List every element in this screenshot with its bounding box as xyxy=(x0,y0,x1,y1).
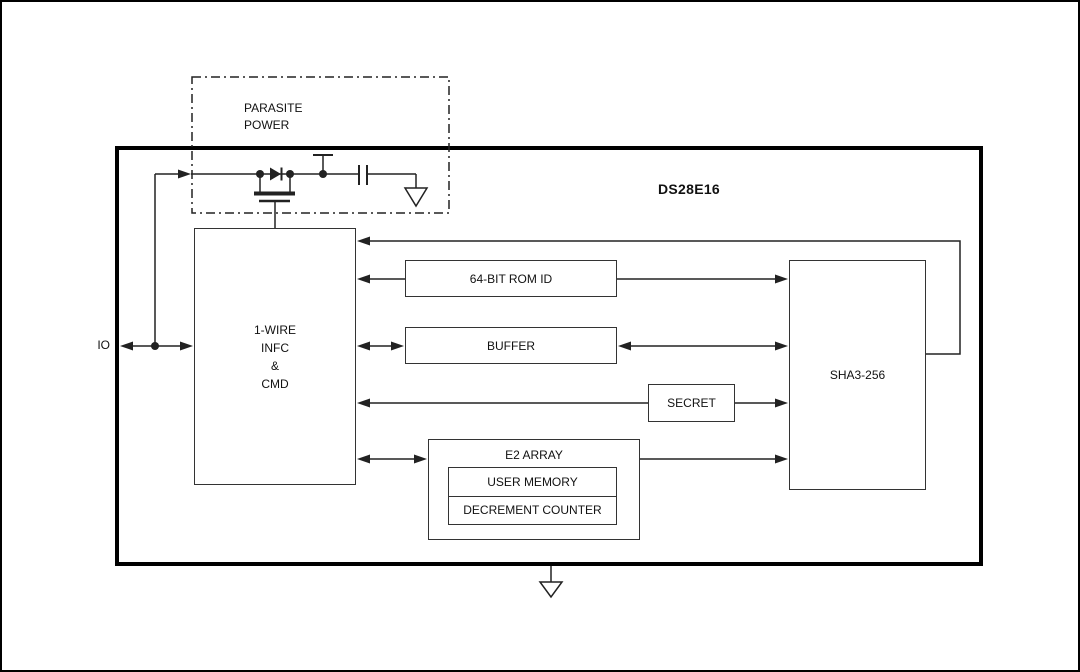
block-secret: SECRET xyxy=(648,384,735,422)
rom-id-label: 64-BIT ROM ID xyxy=(469,271,553,286)
buffer-label: BUFFER xyxy=(487,338,535,353)
parasite-power-label-line1: PARASITE xyxy=(244,101,303,115)
one-wire-label-line1: 1-WIRE xyxy=(254,322,296,337)
decrement-counter-label: DECREMENT COUNTER xyxy=(463,503,602,518)
block-rom-id: 64-BIT ROM ID xyxy=(405,260,617,297)
block-buffer: BUFFER xyxy=(405,327,617,364)
block-sha3-256: SHA3-256 xyxy=(789,260,926,490)
block-one-wire-infc-cmd: 1-WIRE INFC & CMD xyxy=(194,228,356,485)
sha3-label: SHA3-256 xyxy=(829,368,886,382)
secret-label: SECRET xyxy=(667,396,716,410)
parasite-power-label: PARASITE POWER xyxy=(244,100,302,134)
block-decrement-counter: DECREMENT COUNTER xyxy=(449,497,616,525)
chip-outline xyxy=(115,146,983,566)
user-memory-label: USER MEMORY xyxy=(487,474,578,489)
io-pin-label: IO xyxy=(97,338,110,352)
ground-icon xyxy=(538,581,564,599)
one-wire-label-line3: & xyxy=(270,358,279,373)
chip-ground xyxy=(538,566,564,599)
one-wire-label-line4: CMD xyxy=(261,376,289,391)
one-wire-label-line2: INFC xyxy=(261,340,289,355)
e2-array-label: E2 ARRAY xyxy=(505,448,563,462)
block-user-memory: USER MEMORY xyxy=(449,468,616,497)
chip-name-label: DS28E16 xyxy=(657,181,721,197)
e2-array-inner: USER MEMORY DECREMENT COUNTER xyxy=(448,467,617,525)
parasite-power-label-line2: POWER xyxy=(244,118,290,132)
